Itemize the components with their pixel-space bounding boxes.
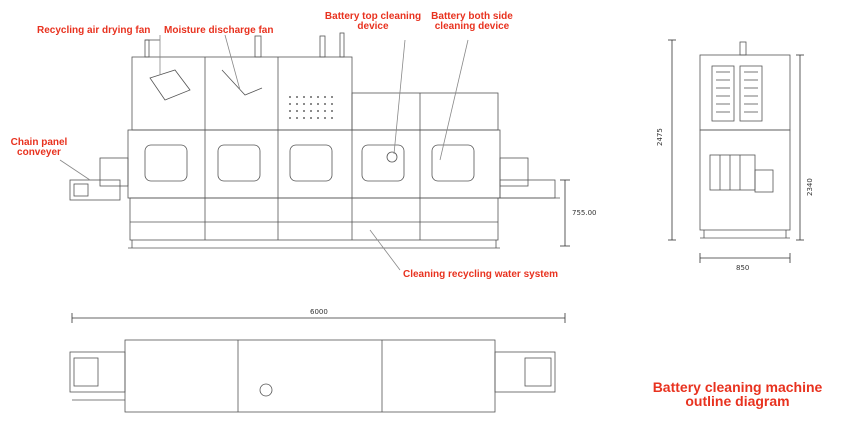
top-right-conveyor — [494, 351, 556, 393]
window-band — [127, 129, 501, 199]
window-3 — [289, 144, 333, 182]
callout-top-cleaning-line1: Battery top cleaning — [324, 11, 422, 22]
top-view — [69, 313, 566, 413]
callout-top-cleaning: Battery top cleaning device — [318, 12, 428, 32]
dim-body-height: 2340 — [806, 178, 814, 196]
right-upper-cabinet — [351, 92, 499, 131]
dim-width: 850 — [736, 264, 749, 272]
window-1 — [144, 144, 188, 182]
callout-side-cleaning-line1: Battery both side — [431, 11, 513, 22]
window-4 — [361, 144, 405, 182]
side-view — [668, 39, 804, 263]
drain-port — [259, 383, 273, 397]
lower-cabinet — [129, 197, 499, 241]
callout-chain-conveyor-line1: Chain panel — [10, 137, 68, 148]
diagram-title-line2: outline diagram — [685, 393, 790, 409]
callout-chain-conveyor-line2: conveyer — [17, 147, 61, 158]
window-2 — [217, 144, 261, 182]
top-cleaning-brush — [386, 151, 398, 163]
diagram-title-line1: Battery cleaning machine — [652, 379, 823, 395]
right-conveyor — [499, 157, 529, 187]
window-5 — [431, 144, 475, 182]
front-view — [59, 32, 570, 271]
upper-cabinet-frame — [131, 56, 353, 131]
diagram-title: Battery cleaning machine outline diagram — [640, 380, 835, 408]
top-body — [124, 339, 496, 413]
callout-side-cleaning-line2: cleaning device — [434, 21, 510, 32]
side-lower-cabinet — [699, 129, 791, 231]
callout-side-cleaning: Battery both side cleaning device — [422, 12, 522, 32]
callout-recycling-fan: Recycling air drying fan — [37, 25, 151, 36]
right-conveyor-belt — [499, 179, 556, 199]
dim-overall-length: 6000 — [310, 308, 328, 316]
left-conveyor-motor — [69, 179, 121, 201]
callout-water-system: Cleaning recycling water system — [403, 269, 559, 280]
top-left-conveyor — [69, 351, 126, 393]
callout-chain-conveyor: Chain panel conveyer — [4, 138, 74, 158]
callout-top-cleaning-line2: device — [357, 21, 389, 32]
side-basket — [709, 154, 756, 191]
dim-front-height: 755.00 — [572, 209, 597, 217]
callout-moisture-fan: Moisture discharge fan — [164, 25, 274, 36]
vent-holes — [289, 96, 333, 119]
dim-overall-height: 2475 — [656, 128, 664, 146]
left-conveyor — [99, 157, 129, 187]
